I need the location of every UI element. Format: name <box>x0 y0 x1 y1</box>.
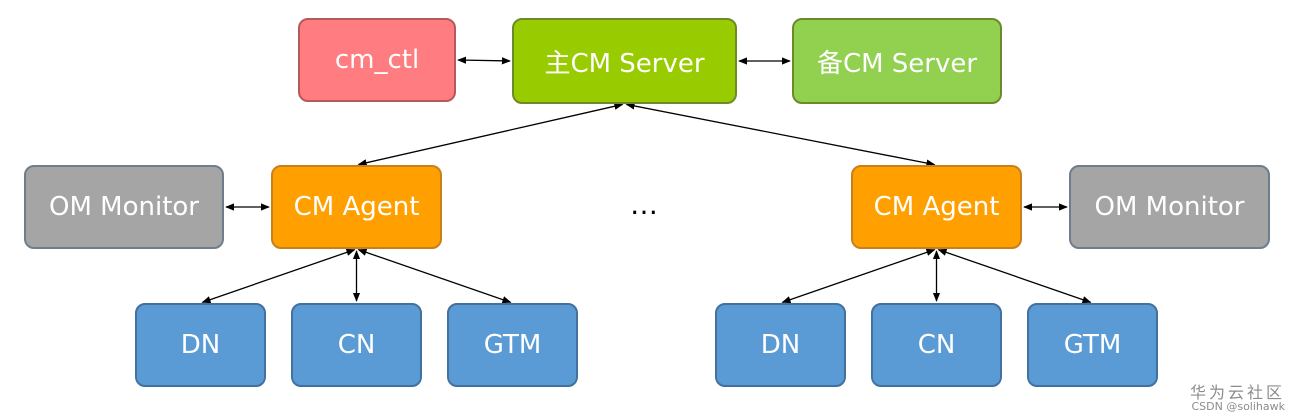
dn-right-node: DN <box>715 303 846 387</box>
gtm-left-node: GTM <box>447 303 578 387</box>
gtm-left-label: GTM <box>483 330 542 360</box>
dn-left-node: DN <box>135 303 266 387</box>
primary-cm-server-node: 主CM Server <box>512 18 737 104</box>
edge-cm_agent_left-gtm_left <box>357 248 512 304</box>
edge-cm_ctl-primary_server <box>457 56 511 65</box>
om-monitor-right-label: OM Monitor <box>1094 192 1245 222</box>
more-nodes-ellipsis: … <box>630 188 660 221</box>
edge-primary_server-cm_agent_left <box>357 102 624 167</box>
cm-agent-right-node: CM Agent <box>851 165 1022 249</box>
cm-agent-right-label: CM Agent <box>873 192 1000 222</box>
dn-right-label: DN <box>760 330 801 360</box>
cn-left-label: CN <box>337 330 376 360</box>
cn-left-node: CN <box>291 303 422 387</box>
cm-ctl-node: cm_ctl <box>298 18 456 102</box>
edge-primary_server-cm_agent_right <box>625 102 936 167</box>
om-monitor-left-label: OM Monitor <box>49 192 199 222</box>
gtm-right-node: GTM <box>1027 303 1158 387</box>
cn-right-label: CN <box>917 330 956 360</box>
om-monitor-right-node: OM Monitor <box>1069 165 1270 249</box>
cm-agent-left-label: CM Agent <box>293 192 420 222</box>
cm-agent-left-node: CM Agent <box>271 165 442 249</box>
standby-cm-server-node: 备CM Server <box>792 18 1002 104</box>
edge-cm_agent_left-dn_left <box>201 248 356 304</box>
edge-cm_agent_right-gtm_right <box>937 248 1092 304</box>
gtm-right-label: GTM <box>1063 330 1122 360</box>
cm-ctl-label: cm_ctl <box>334 45 420 75</box>
om-monitor-left-node: OM Monitor <box>24 165 224 249</box>
watermark-line-1: 华为云社区 <box>1189 382 1285 402</box>
watermark: 华为云社区 CSDN @solihawk <box>1189 382 1285 414</box>
watermark-line-2: CSDN @solihawk <box>1191 400 1285 414</box>
cn-right-node: CN <box>871 303 1002 387</box>
dn-left-label: DN <box>180 330 221 360</box>
edge-cm_agent_right-dn_right <box>781 248 936 304</box>
primary-cm-server-label: 主CM Server <box>544 48 705 79</box>
standby-cm-server-label: 备CM Server <box>816 48 978 79</box>
